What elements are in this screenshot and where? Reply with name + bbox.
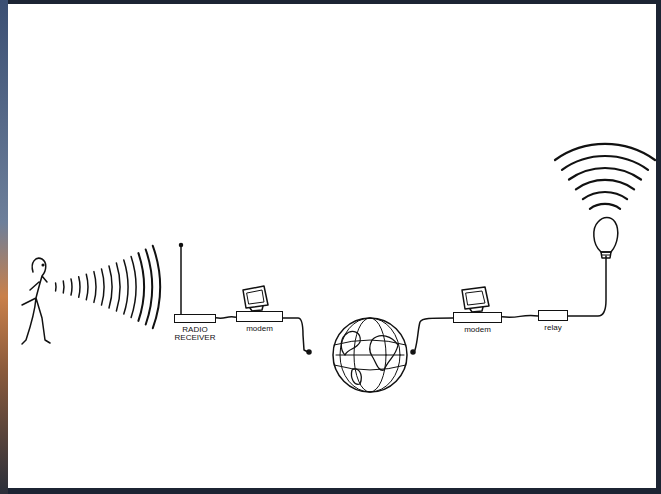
wave-stroke	[576, 180, 634, 189]
wave-stroke	[146, 250, 152, 325]
antenna-tip	[180, 244, 183, 247]
wave-stroke	[590, 204, 620, 209]
computer-monitor	[243, 286, 268, 311]
wave-stroke	[109, 266, 112, 308]
wave-stroke	[55, 283, 57, 291]
wire	[568, 256, 606, 316]
device-label: RADIO RECEIVER	[174, 326, 216, 343]
computer-monitor	[462, 287, 489, 312]
device-box: modem	[453, 312, 502, 334]
device-box: RADIO RECEIVER	[174, 314, 216, 343]
device-outline	[538, 310, 568, 321]
device-outline	[453, 312, 502, 323]
wave-stroke	[102, 269, 105, 305]
wave-stroke	[138, 253, 144, 321]
wave-stroke	[70, 279, 72, 295]
device-box: relay	[538, 310, 568, 332]
globe	[333, 318, 407, 392]
wire	[283, 318, 308, 352]
light-bulb	[594, 218, 618, 259]
device-label: relay	[538, 324, 568, 332]
wave-stroke	[94, 272, 96, 303]
device-outline	[174, 314, 216, 323]
wire-end	[307, 350, 311, 354]
wire-connector	[216, 317, 236, 319]
photo-strip	[0, 0, 8, 494]
wave-stroke	[124, 260, 128, 314]
wave-stroke	[562, 156, 648, 170]
wave-stroke	[569, 168, 641, 180]
wave-stroke	[131, 257, 136, 318]
device-label: modem	[453, 326, 502, 334]
device-outline	[236, 311, 283, 322]
paper-ground	[8, 4, 656, 488]
sound-waves	[56, 246, 160, 328]
wave-stroke	[63, 281, 65, 293]
device-label: modem	[236, 325, 283, 333]
wave-stroke	[583, 192, 627, 199]
antenna	[180, 246, 182, 314]
speaking-person	[22, 258, 50, 344]
device-box: modem	[236, 311, 283, 333]
wire-connector	[502, 315, 538, 317]
wave-stroke	[116, 263, 120, 311]
wave-stroke	[86, 274, 88, 300]
wire	[415, 318, 453, 350]
wave-stroke	[555, 144, 655, 160]
wire-end	[411, 350, 415, 354]
wave-stroke	[79, 277, 80, 298]
light-waves	[555, 144, 655, 209]
wave-stroke	[153, 246, 160, 328]
